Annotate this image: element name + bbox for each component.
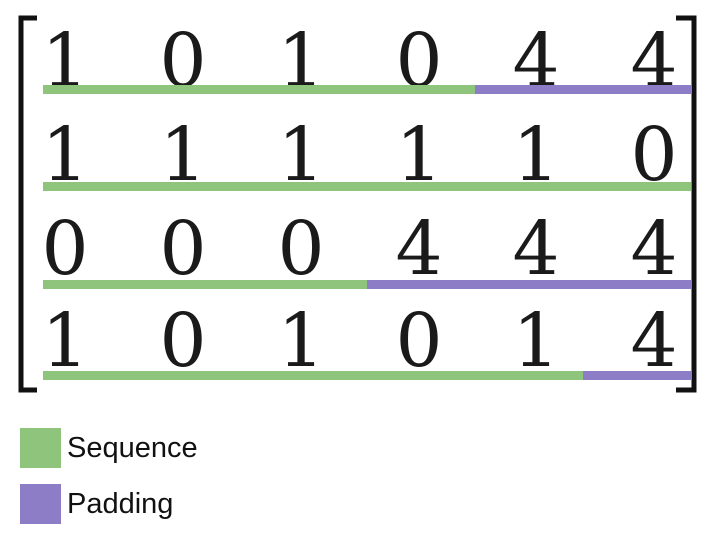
matrix-cell-r3-c1: 0 (41, 206, 88, 292)
matrix-cell-r4-c2: 0 (159, 298, 206, 384)
matrix-cell-r4-c3: 1 (277, 298, 324, 384)
matrix-cell-r4-c5: 1 (512, 298, 559, 384)
legend-swatch-padding (20, 484, 61, 524)
matrix-cell-r4-c4: 0 (395, 298, 442, 384)
legend: Sequence Padding (20, 428, 198, 540)
matrix-cell-r4-c6: 4 (630, 298, 677, 384)
legend-item-sequence: Sequence (20, 428, 198, 468)
matrix-cell-r3-c6: 4 (630, 206, 677, 292)
legend-swatch-sequence (20, 428, 61, 468)
legend-label-sequence: Sequence (67, 431, 198, 464)
matrix-cell-r3-c2: 0 (159, 206, 206, 292)
sequence-bar-row-3 (43, 280, 367, 289)
padding-bar-row-4 (583, 371, 691, 380)
padding-bar-row-3 (367, 280, 691, 289)
right-bracket (676, 15, 697, 393)
legend-item-padding: Padding (20, 484, 198, 524)
matrix-cell-r4-c1: 1 (41, 298, 88, 384)
legend-label-padding: Padding (67, 487, 174, 520)
sequence-bar-row-1 (43, 85, 475, 94)
padding-bar-row-1 (475, 85, 691, 94)
matrix-cell-r3-c3: 0 (277, 206, 324, 292)
matrix-cell-r3-c4: 4 (395, 206, 442, 292)
matrix-bars (43, 85, 691, 380)
sequence-bar-row-2 (43, 182, 691, 191)
left-bracket (18, 15, 37, 393)
sequence-bar-row-4 (43, 371, 583, 380)
matrix-cell-r3-c5: 4 (512, 206, 559, 292)
